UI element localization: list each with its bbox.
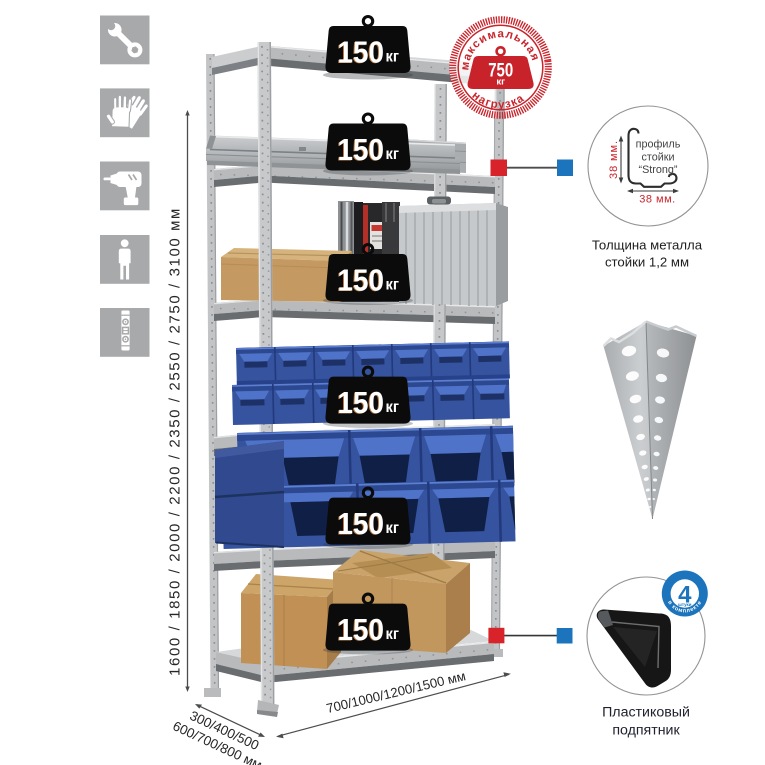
svg-text:подпятник: подпятник [612,723,680,739]
svg-text:38 мм.: 38 мм. [608,140,620,179]
svg-text:стойки: стойки [641,152,674,164]
svg-text:штуки: штуки [678,602,692,607]
svg-text:1600 / 1850 / 2000 / 2200 / 23: 1600 / 1850 / 2000 / 2200 / 2350 / 2550 … [167,207,184,676]
svg-text:профиль: профиль [636,139,681,151]
svg-text:кг: кг [496,76,505,87]
svg-text:стойки 1,2 мм: стойки 1,2 мм [605,255,689,270]
svg-text:700/1000/1200/1500 мм: 700/1000/1200/1500 мм [325,668,467,716]
svg-text:38 мм.: 38 мм. [639,194,675,206]
svg-text:“Strong”: “Strong” [638,164,677,176]
svg-text:750: 750 [488,60,513,81]
svg-text:Толщина металла: Толщина металла [592,238,703,253]
svg-text:4: 4 [678,581,692,608]
svg-text:Пластиковый: Пластиковый [602,705,690,721]
